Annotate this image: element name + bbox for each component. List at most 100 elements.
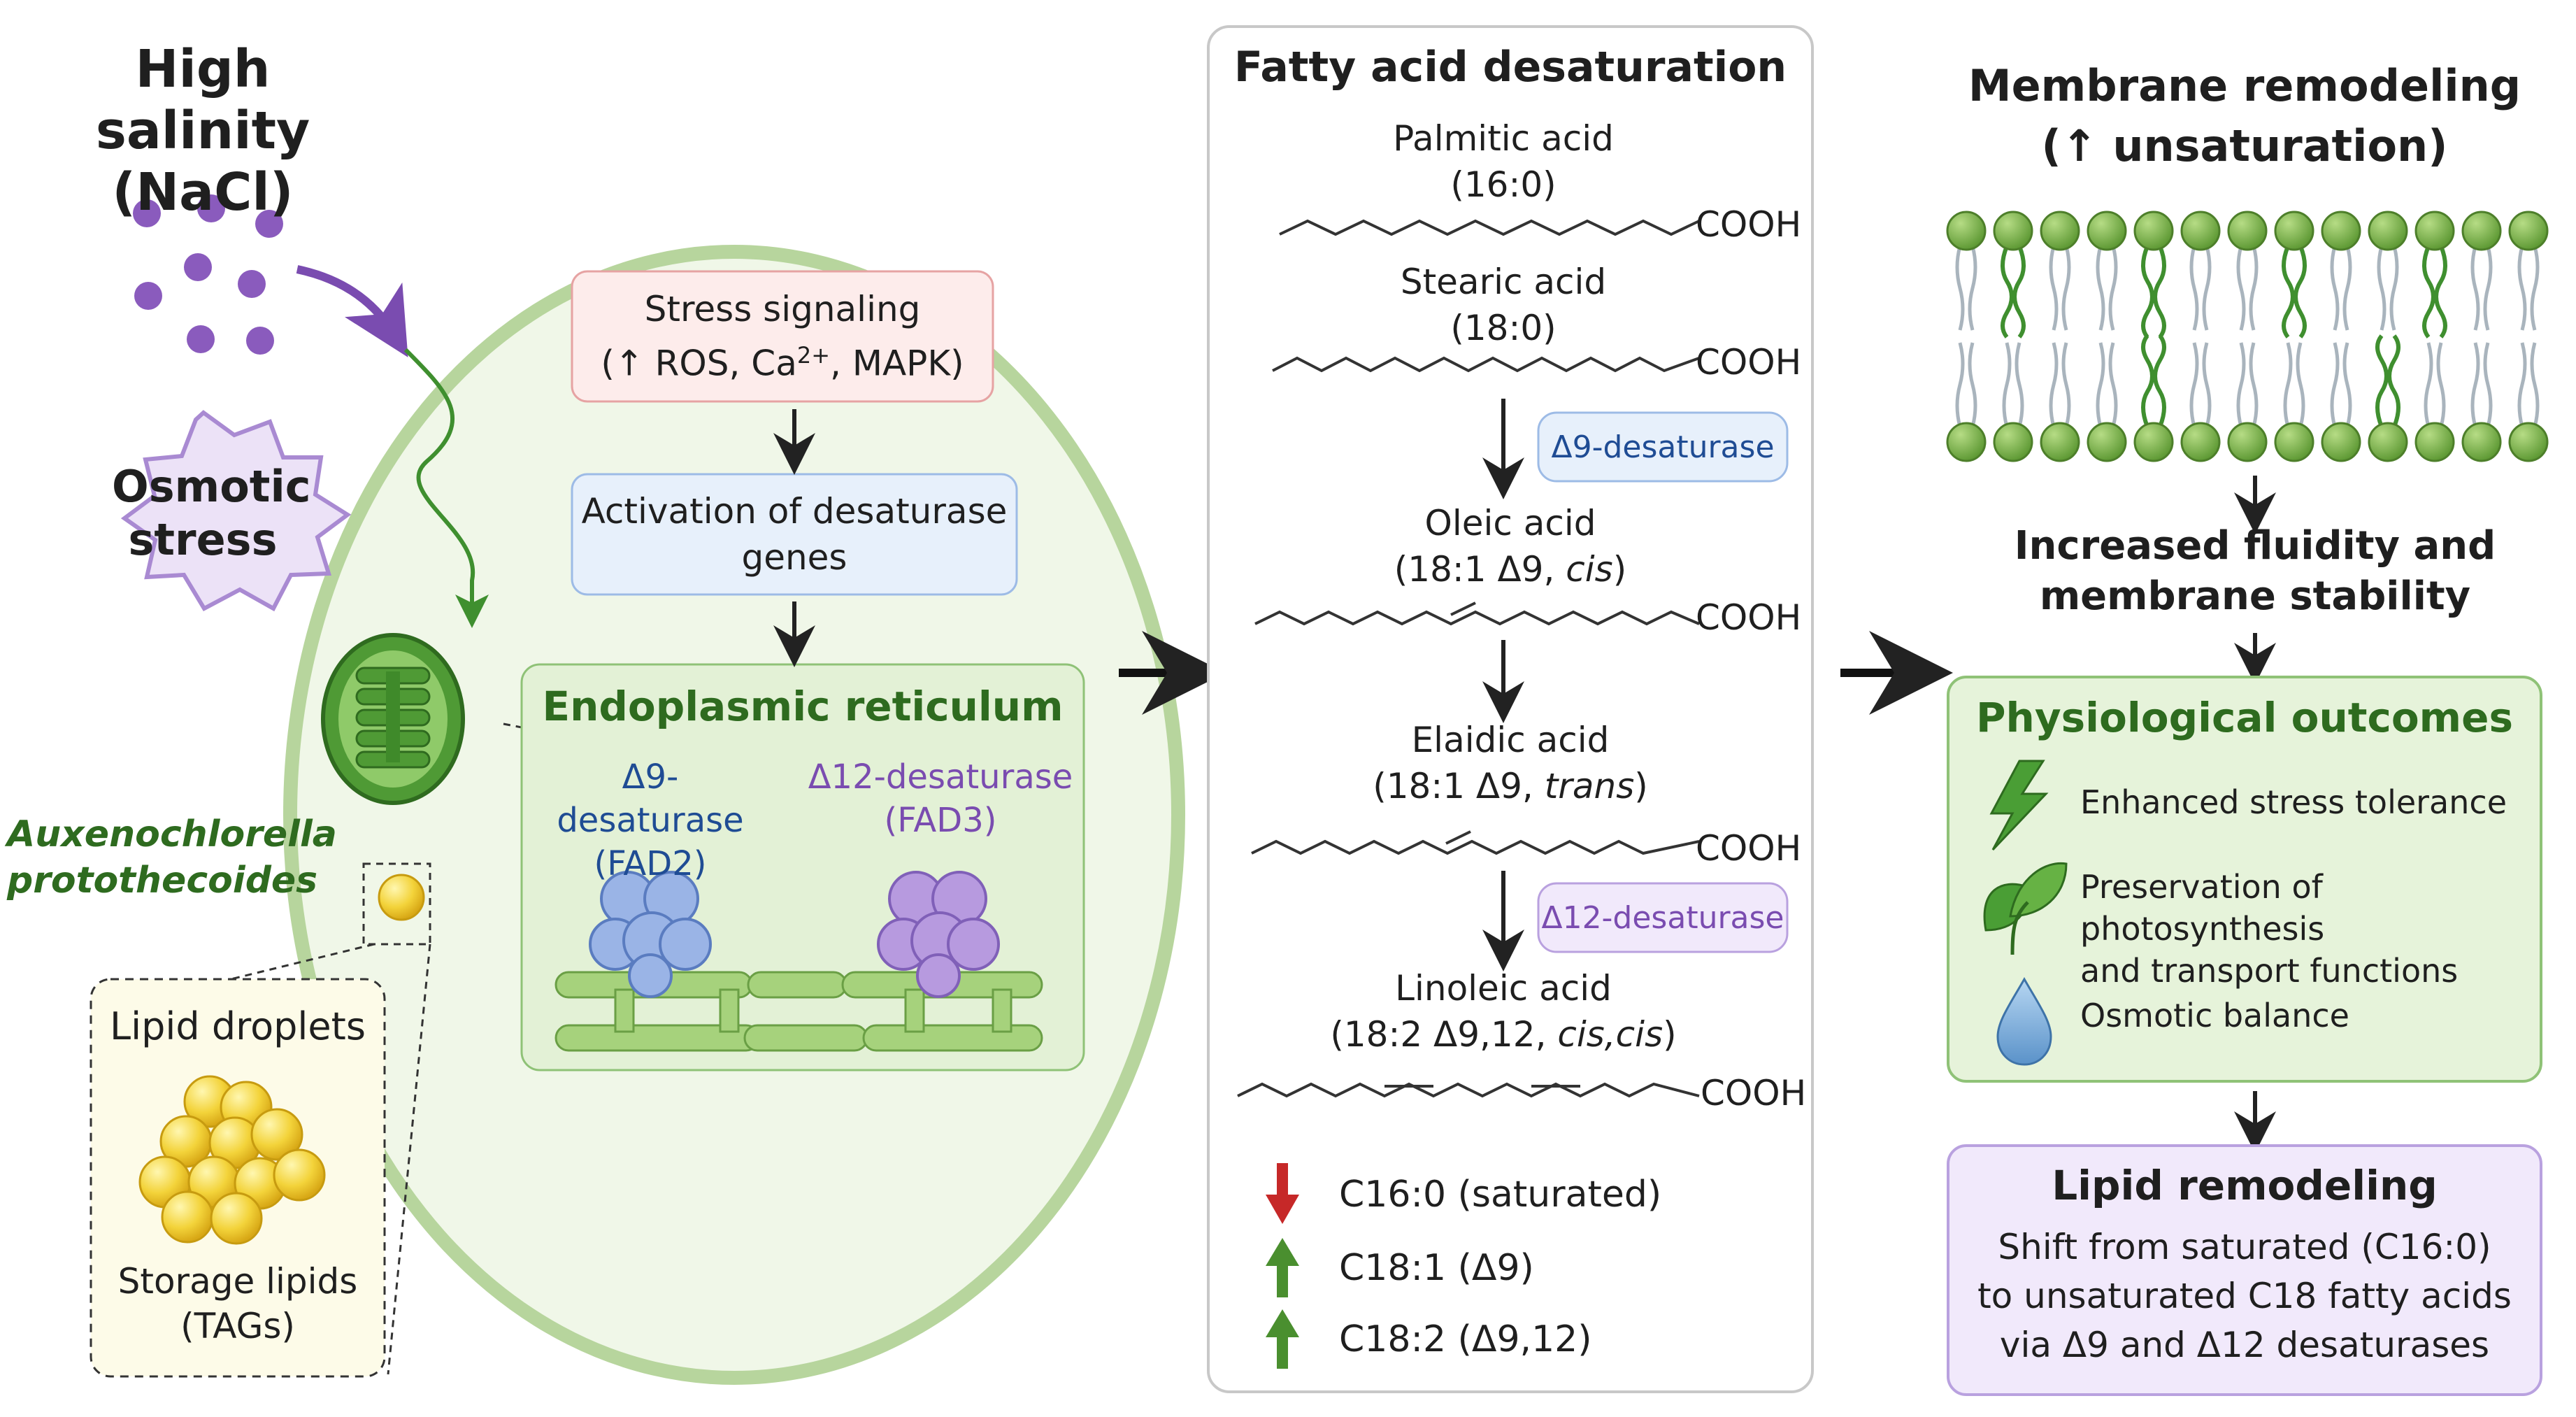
small-lipid-droplet [378,874,425,921]
down-arrow-icon [1266,1163,1299,1224]
lipid-remodeling-line3: via Δ9 and Δ12 desaturases [1999,1325,2490,1365]
lipid-remodeling-line1: Shift from saturated (C16:0) [1998,1227,2491,1267]
lipid-head [2368,211,2408,251]
d12-desaturase-label: Δ12-desaturase [808,757,1073,797]
outcome-stress-tolerance: Enhanced stress tolerance [2080,783,2507,821]
lipid-head [2274,211,2314,251]
lipid-tail [2049,342,2059,427]
lipid-tail [2061,342,2071,427]
outcome-osmotic-balance: Osmotic balance [2080,997,2349,1034]
lipid-head [2087,211,2127,251]
lipid-tail [1955,245,1965,331]
fatty-acid-chains [1237,219,1700,1098]
lipid-tail [2342,342,2352,427]
trend-c18-1: C18:1 (Δ9) [1339,1247,1534,1289]
lipid-tail [2249,245,2259,331]
d12-desaturase-gene: (FAD3) [884,801,997,840]
lipid-head [2508,422,2549,462]
lipid-tail [2330,245,2340,331]
lipid-tail [2236,245,2246,331]
desaturation-title: Fatty acid desaturation [1233,43,1787,92]
lipid-tail [2517,245,2527,331]
lipid-tail [2389,245,2399,331]
lipid-tail [2096,245,2105,331]
d12-enzyme-label: Δ12-desaturase [1541,899,1784,936]
lipid-tail [2283,342,2293,427]
lipid-tail [2202,342,2212,427]
lipid-remodeling-box [1947,1144,2542,1396]
lipid-tail [2141,245,2154,339]
lipid-head [2321,422,2361,462]
salinity-arrow [296,265,408,357]
er-title: Endoplasmic reticulum [542,683,1064,730]
lipid-droplets-title: Lipid droplets [110,1004,366,1048]
fatty-acid-formula: (18:1 Δ9, cis) [1394,549,1627,590]
lipid-tail [2249,342,2259,427]
lipid-head [2414,211,2455,251]
outcomes-box [1947,676,2542,1083]
signal-wiggle [403,348,489,628]
lipid-head [1993,211,2033,251]
lipid-head [2087,422,2127,462]
lipid-tail [2483,342,2493,427]
water-drop-icon [1996,976,2052,1066]
lipid-tail [2061,245,2071,331]
lipid-head [2461,422,2502,462]
trend-c18-2: C18:2 (Δ9,12) [1339,1318,1592,1360]
fatty-acid-name: Palmitic acid [1393,118,1614,159]
lipid-tail [2436,342,2446,427]
lipid-tail [2296,342,2305,427]
lipid-tail [2377,245,2387,331]
membrane-title-line1: Membrane remodeling [1968,60,2521,111]
chloroplast [321,633,465,805]
outcomes-title: Physiological outcomes [1976,694,2513,741]
lipid-tail [2434,245,2447,339]
up-arrow-icon [1266,1309,1299,1369]
lipid-head [1993,422,2033,462]
lipid-head [2133,422,2174,462]
lipid-tail [1955,342,1965,427]
lipid-tail [2141,334,2154,428]
fatty-acid-formula: (18:0) [1450,308,1557,348]
lipid-tail [2202,245,2212,331]
lipid-bilayer [1946,211,2549,462]
storage-lipids-line2: (TAGs) [180,1306,295,1346]
lipid-tail [2002,342,2012,427]
lipid-tail [2424,342,2433,427]
lipid-tail [2108,342,2118,427]
leaf-icon [1983,862,2068,955]
stress-signaling-detail: (↑ ROS, Ca2+, MAPK) [601,342,964,384]
fatty-acid-formula: (18:1 Δ9, trans) [1373,766,1648,806]
lipid-tail [2096,342,2105,427]
d9-enzyme-label: Δ9-desaturase [1551,429,1775,465]
lipid-tail [2517,342,2527,427]
lipid-tail [2470,245,2480,331]
up-arrow-icon [1266,1238,1299,1297]
lipid-head [2180,211,2221,251]
cooh-label: COOH [1696,342,1802,383]
lipid-tail [2189,245,2199,331]
lipid-head [2508,211,2549,251]
cooh-label: COOH [1701,1073,1807,1113]
lipid-tail [2049,245,2059,331]
fatty-acid-name: Stearic acid [1400,262,1607,302]
lipid-tail [1968,342,1977,427]
d12-enzyme-badge [1537,882,1789,953]
lipid-tail [2483,245,2493,331]
stress-signaling-title: Stress signaling [644,289,921,330]
lipid-remodeling-line2: to unsaturated C18 fatty acids [1977,1276,2512,1316]
organism-name-line1: Auxenochlorella [7,813,337,855]
fatty-acid-name: Oleic acid [1424,503,1596,543]
storage-lipids-line1: Storage lipids [117,1261,358,1302]
lipid-head [2040,422,2080,462]
lipid-remodeling-title: Lipid remodeling [2052,1162,2438,1209]
lipid-tail [2422,245,2435,339]
lightning-icon [1989,760,2049,851]
lipid-tail [1968,245,1977,331]
cooh-label: COOH [1696,597,1802,638]
lipid-head [1946,211,1987,251]
osmotic-label-line2: stress [128,514,278,565]
lipid-tail [2236,342,2246,427]
lipid-tail [2189,342,2199,427]
lipid-head [2180,422,2221,462]
